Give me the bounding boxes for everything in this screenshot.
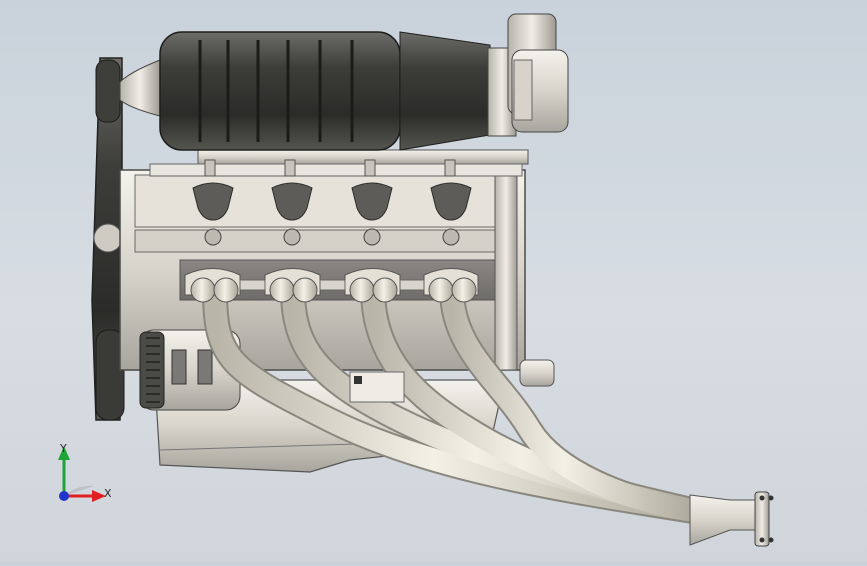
x-axis-label: X bbox=[104, 487, 112, 500]
exhaust-collector[interactable] bbox=[689, 491, 774, 547]
y-axis-label: Y bbox=[60, 442, 67, 455]
exhaust-headers[interactable] bbox=[202, 277, 713, 525]
axis-triad: Y X bbox=[48, 440, 118, 510]
turbo-housing[interactable] bbox=[507, 13, 569, 133]
z-axis-dot bbox=[59, 491, 69, 501]
axis-triad-icon bbox=[58, 446, 106, 502]
intake-rail[interactable] bbox=[149, 149, 529, 177]
belt-drive[interactable] bbox=[91, 57, 125, 421]
supercharger[interactable] bbox=[119, 31, 517, 151]
cylinder-head-ports bbox=[192, 182, 472, 246]
header-flanges[interactable] bbox=[184, 268, 479, 303]
block-bracket bbox=[349, 371, 405, 403]
